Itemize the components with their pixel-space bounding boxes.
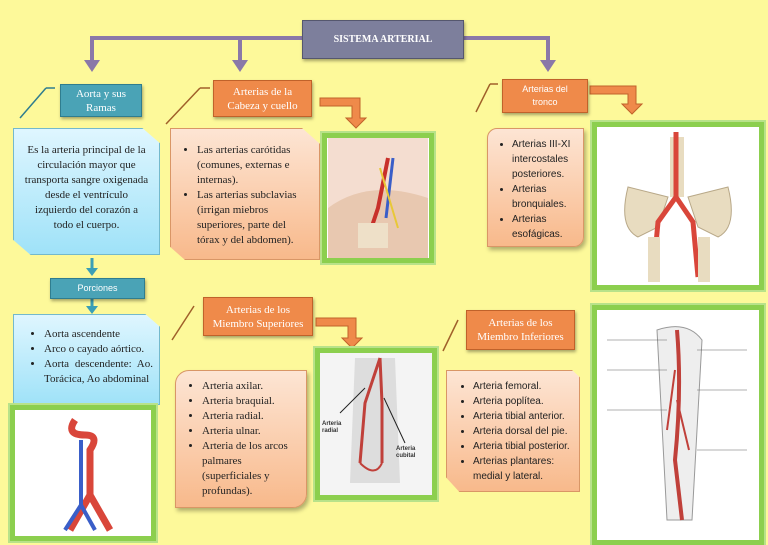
list-item: Arteria radial.: [202, 409, 302, 424]
inferiores-header: Arterias de los Miembro Inferiores: [466, 310, 575, 350]
list-item: Las arterias carótidas (comunes, externa…: [197, 143, 311, 188]
page-title: SISTEMA ARTERIAL: [302, 20, 464, 59]
aorta-header: Aorta y sus Ramas: [60, 84, 142, 117]
list-item: Arterias III-XI intercostales posteriore…: [512, 137, 581, 182]
cabeza-header: Arterias de la Cabeza y cuello: [213, 80, 312, 117]
list-item: Aorta descendente: Ao. Torácica, Ao abdo…: [44, 357, 153, 387]
tronco-list: Arterias III-XI intercostales posteriore…: [487, 128, 584, 247]
image-label-radial: Arteria radial: [322, 421, 342, 434]
list-item: Arteria braquial.: [202, 394, 302, 409]
list-item: Arterias bronquiales.: [512, 182, 581, 212]
cabeza-list: Las arterias carótidas (comunes, externa…: [170, 128, 320, 260]
neck-illustration: [320, 131, 436, 265]
aorta-description-text: Es la arteria principal de la circulació…: [24, 144, 149, 231]
image-label-cubital: Arteria cubital: [396, 446, 416, 459]
aorta-description: Es la arteria principal de la circulació…: [13, 128, 160, 255]
superiores-header: Arterias de los Miembro Superiores: [203, 297, 313, 336]
list-item: Arteria axilar.: [202, 379, 302, 394]
list-item: Arteria tibial posterior.: [473, 439, 577, 454]
porciones-list: Aorta ascendenteArco o cayado aórtico.Ao…: [13, 314, 160, 405]
superiores-list: Arteria axilar.Arteria braquial.Arteria …: [175, 370, 307, 508]
list-item: Arterias plantares: medial y lateral.: [473, 454, 577, 484]
list-item: Arteria de los arcos palmares (superfici…: [202, 439, 302, 499]
list-item: Las arterias subclavias (irrigan miebros…: [197, 188, 311, 248]
pelvis-illustration: [590, 120, 766, 292]
list-item: Arteria dorsal del pie.: [473, 424, 577, 439]
tronco-header: Arterias del tronco: [502, 79, 588, 113]
list-item: Arteria tibial anterior.: [473, 409, 577, 424]
list-item: Arteria poplítea.: [473, 394, 577, 409]
list-item: Arteria femoral.: [473, 379, 577, 394]
forearm-illustration: Arteria radial Arteria cubital: [313, 346, 439, 502]
list-item: Arterias esofágicas.: [512, 212, 581, 242]
inferiores-list: Arteria femoral.Arteria poplítea.Arteria…: [446, 370, 580, 492]
aorta-illustration: [8, 403, 158, 543]
list-item: Arteria ulnar.: [202, 424, 302, 439]
list-item: Aorta ascendente: [44, 327, 153, 342]
list-item: Arco o cayado aórtico.: [44, 342, 153, 357]
leg-illustration: [590, 303, 766, 545]
orange-arrows: [315, 85, 644, 349]
porciones-label: Porciones: [50, 278, 145, 299]
